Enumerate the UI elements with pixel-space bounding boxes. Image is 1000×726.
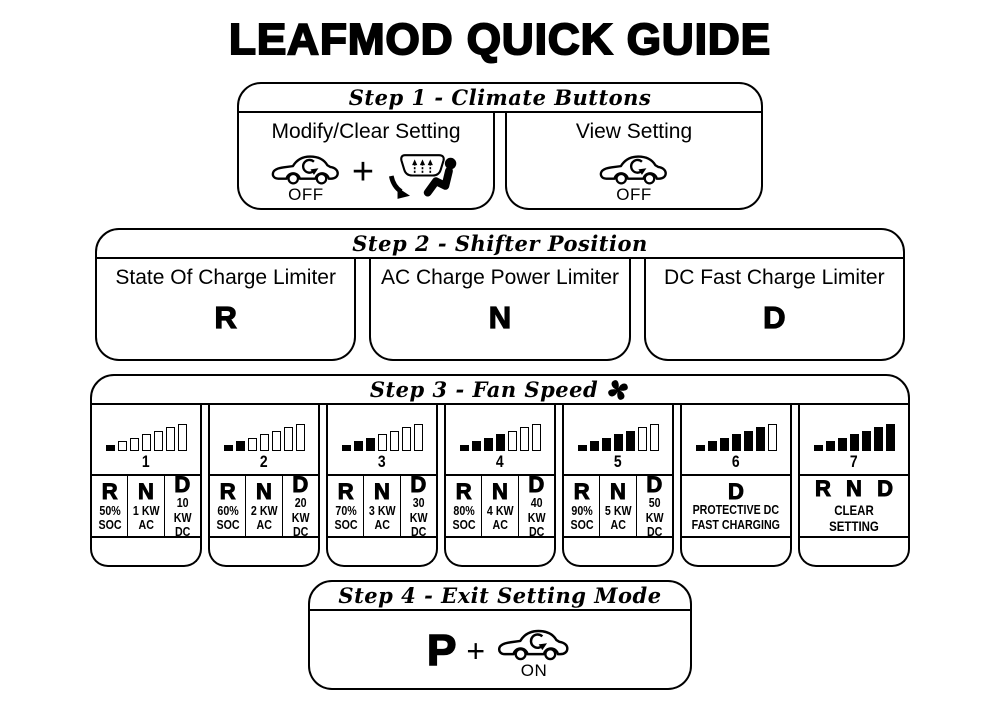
cell-value: 1 KW AC: [132, 502, 160, 533]
gear-letter-r: R: [815, 476, 832, 502]
gear-letter-d: D: [877, 476, 894, 502]
cell-value: CLEAR SETTING: [829, 502, 879, 535]
climate-car-icon: [270, 149, 342, 189]
gear-cell-d: D 10 KW DC: [165, 473, 200, 540]
cell-value: 30 KW DC: [409, 495, 428, 540]
ac-limiter-panel: AC Charge Power Limiter N: [369, 259, 631, 361]
defrost-heated-seat-icon: [384, 151, 462, 201]
climate-car-icon: [495, 623, 573, 665]
fan-speed-column-5: 5 R 90% SOC N 5 KW AC D 50 KW DC: [562, 405, 674, 567]
gear-cell-r: R 60% SOC: [210, 476, 247, 536]
step-3-header-label: Step 3 - Fan Speed: [369, 377, 599, 402]
gear-cell-n: N 2 KW AC: [246, 476, 283, 536]
step-1-climate-buttons: Step 1 - Climate Buttons Modify/Clear Se…: [237, 82, 763, 210]
fan-speed-number: 4: [496, 452, 504, 471]
gear-cell-n: N 5 KW AC: [600, 476, 637, 536]
gear-letter-r: R: [214, 299, 238, 335]
fan-speed-number: 5: [614, 452, 622, 471]
fan-speed-bars: [223, 421, 305, 451]
clear-setting-cell: R N D CLEAR SETTING: [800, 474, 908, 538]
step-2-header: Step 2 - Shifter Position: [95, 228, 905, 259]
view-setting-label: View Setting: [575, 120, 693, 143]
gear-letter-p: P: [426, 625, 457, 675]
car-state-label: OFF: [616, 185, 652, 204]
step-1-header-label: Step 1 - Climate Buttons: [348, 85, 652, 110]
fan-speed-number: 2: [260, 452, 268, 471]
step-4-exit-setting-mode: Step 4 - Exit Setting Mode P +: [308, 580, 692, 690]
fan-speed-column-7: 7 R N D CLEAR SETTING: [798, 405, 910, 567]
soc-limiter-label: State Of Charge Limiter: [115, 266, 336, 289]
fan-speed-bars: [459, 421, 541, 451]
cell-value: 50 KW DC: [645, 495, 664, 540]
cell-value: 80% SOC: [452, 502, 476, 533]
gear-cell-r: R 50% SOC: [92, 476, 129, 536]
gear-cell-d: D 30 KW DC: [401, 473, 436, 540]
gear-cell-r: R 70% SOC: [328, 476, 365, 536]
cell-value: 5 KW AC: [604, 502, 632, 533]
fan-speed-column-3: 3 R 70% SOC N 3 KW AC D 30 KW DC: [326, 405, 438, 567]
cell-value: 50% SOC: [98, 502, 122, 533]
fan-speed-number: 7: [850, 452, 858, 471]
gear-cell-n: N 1 KW AC: [128, 476, 165, 536]
cell-value: 40 KW DC: [527, 495, 546, 540]
gear-cell-r: R 80% SOC: [446, 476, 483, 536]
cell-value: 10 KW DC: [173, 495, 192, 540]
cell-value: 70% SOC: [334, 502, 358, 533]
fan-speed-column-6: 6 D PROTECTIVE DC FAST CHARGING: [680, 405, 792, 567]
fan-speed-number: 3: [378, 452, 386, 471]
gear-letter-n: N: [846, 476, 863, 502]
gear-cell-n: N 3 KW AC: [364, 476, 401, 536]
step-4-header: Step 4 - Exit Setting Mode: [308, 580, 692, 611]
fan-speed-number: 6: [732, 452, 740, 471]
modify-clear-setting-panel: Modify/Clear Setting OFF +: [237, 113, 495, 210]
gear-letter-d: D: [763, 299, 787, 335]
protective-dc-cell: D PROTECTIVE DC FAST CHARGING: [682, 474, 790, 538]
climate-car-icon: [598, 149, 670, 189]
gear-cell-n: N 4 KW AC: [482, 476, 519, 536]
soc-limiter-panel: State Of Charge Limiter R: [95, 259, 357, 361]
cell-value: 4 KW AC: [486, 502, 514, 533]
fan-speed-number: 1: [142, 452, 150, 471]
gear-cell-r: R 90% SOC: [564, 476, 601, 536]
ac-limiter-label: AC Charge Power Limiter: [380, 266, 620, 289]
dc-limiter-label: DC Fast Charge Limiter: [664, 266, 885, 289]
gear-cell-d: D 40 KW DC: [519, 473, 554, 540]
cell-value: 20 KW DC: [291, 495, 310, 540]
car-state-label: ON: [520, 660, 548, 680]
step-3-header: Step 3 - Fan Speed: [90, 374, 910, 405]
dc-limiter-panel: DC Fast Charge Limiter D: [643, 259, 905, 361]
gear-cell-d: D 50 KW DC: [637, 473, 672, 540]
gear-letter-n: N: [488, 299, 512, 335]
step-3-fan-speed: Step 3 - Fan Speed 1 R: [90, 374, 910, 567]
step-1-header: Step 1 - Climate Buttons: [237, 82, 763, 113]
cell-value: 2 KW AC: [250, 502, 278, 533]
fan-speed-column-4: 4 R 80% SOC N 4 KW AC D 40 KW DC: [444, 405, 556, 567]
step-4-header-label: Step 4 - Exit Setting Mode: [338, 583, 662, 608]
plus-sign: +: [351, 151, 375, 193]
cell-value: PROTECTIVE DC FAST CHARGING: [691, 502, 781, 532]
fan-speed-bars: [341, 421, 423, 451]
page-title: LEAFMOD QUICK GUIDE: [228, 15, 772, 65]
fan-speed-bars: [105, 421, 187, 451]
view-setting-panel: View Setting OFF: [505, 113, 763, 210]
car-state-label: OFF: [288, 185, 324, 204]
fan-speed-bars: [695, 421, 777, 451]
cell-value: 3 KW AC: [368, 502, 396, 533]
modify-clear-setting-label: Modify/Clear Setting: [271, 120, 461, 143]
step-2-shifter-position: Step 2 - Shifter Position State Of Charg…: [95, 228, 905, 361]
exit-setting-panel: P + ON: [308, 611, 692, 690]
gear-cell-d: D 20 KW DC: [283, 473, 318, 540]
cell-value: 60% SOC: [216, 502, 240, 533]
plus-sign: +: [466, 632, 486, 669]
cell-value: 90% SOC: [570, 502, 594, 533]
fan-speed-column-1: 1 R 50% SOC N 1 KW AC D 10 KW DC: [90, 405, 202, 567]
fan-speed-column-2: 2 R 60% SOC N 2 KW AC D 20 KW DC: [208, 405, 320, 567]
fan-speed-bars: [813, 421, 895, 451]
step-2-header-label: Step 2 - Shifter Position: [352, 231, 648, 256]
fan-icon: [606, 378, 630, 402]
fan-speed-bars: [577, 421, 659, 451]
